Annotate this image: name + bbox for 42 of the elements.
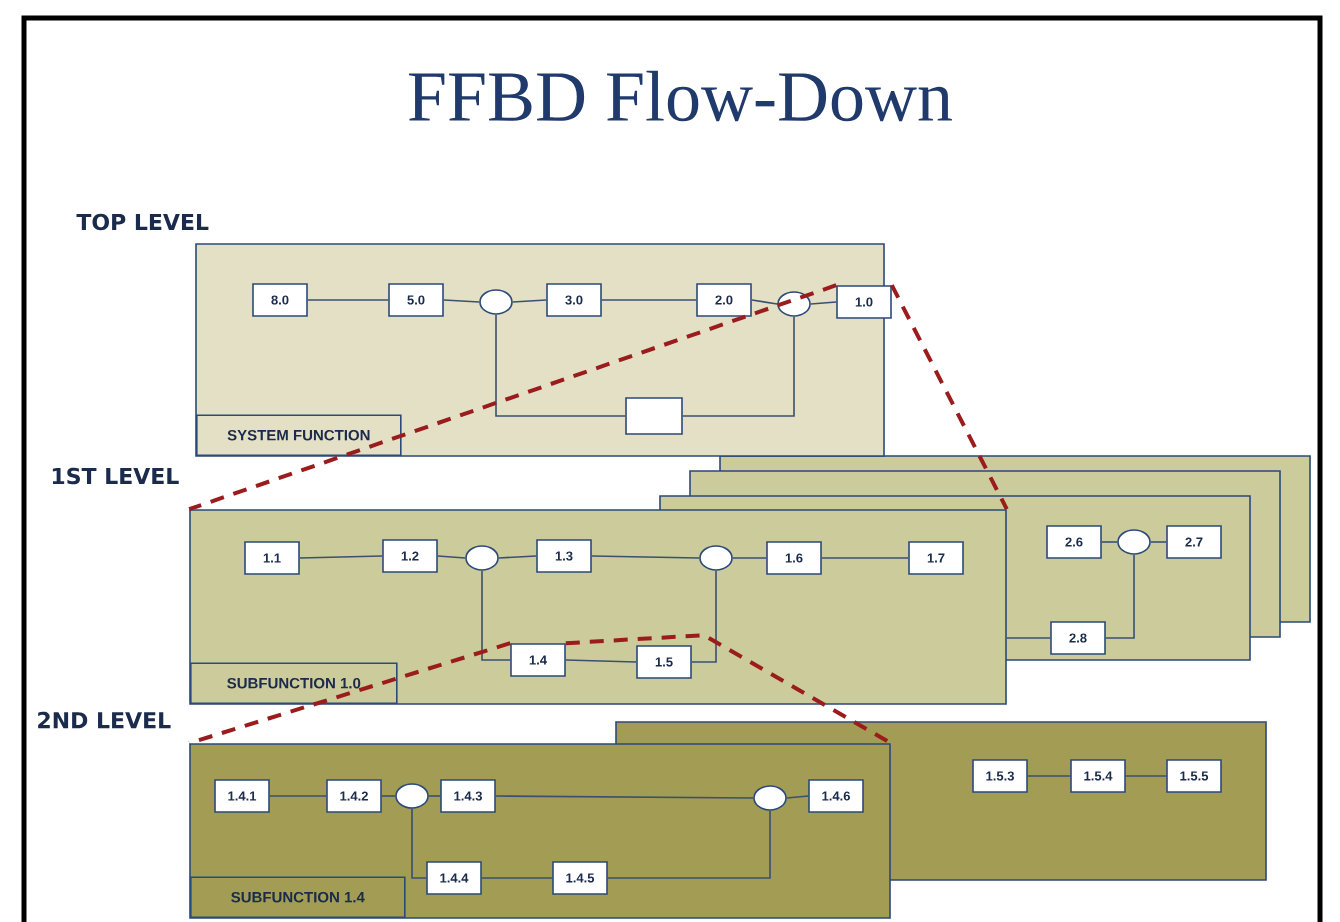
connector-line — [269, 795, 327, 797]
connector-line — [682, 316, 795, 417]
connector-line — [565, 659, 637, 663]
connector-line — [495, 795, 754, 799]
connector-line — [498, 555, 537, 559]
zoom-line — [890, 284, 1009, 511]
connector-line — [786, 795, 809, 799]
connector-line — [381, 795, 396, 797]
connector-line — [307, 299, 389, 301]
connector-line — [481, 877, 553, 879]
connector-line — [1150, 541, 1167, 543]
connector-line — [437, 555, 466, 559]
connector-line — [1027, 775, 1071, 777]
level-label: TOP LEVEL — [76, 213, 209, 231]
connector-line — [732, 557, 767, 559]
connector-line — [1105, 554, 1135, 639]
connector-line — [751, 299, 778, 305]
level-label: 1ST LEVEL — [52, 467, 179, 485]
connector-line — [481, 570, 511, 661]
junction-circle — [1117, 529, 1151, 555]
connector-line — [1101, 541, 1118, 543]
connector-line — [495, 314, 626, 417]
connector-line — [1125, 775, 1167, 777]
connector-line — [607, 810, 771, 879]
level-label: 2ND LEVEL — [38, 711, 171, 729]
connector-line — [591, 555, 700, 559]
connector-line — [810, 301, 837, 305]
connector-line — [443, 299, 480, 303]
connector-line — [1006, 637, 1051, 639]
title: FFBD Flow-Down — [409, 70, 952, 122]
connector-line — [601, 299, 697, 301]
function-box — [625, 397, 683, 435]
connector-line — [411, 808, 427, 879]
connector-line — [428, 795, 441, 797]
zoom-line — [188, 283, 837, 512]
junction-circle — [395, 783, 429, 809]
connector-line — [821, 557, 909, 559]
connector-line — [691, 570, 717, 663]
junction-circle — [753, 785, 787, 811]
connector-line — [299, 555, 383, 559]
zoom-line — [565, 633, 892, 745]
connector-line — [512, 299, 547, 303]
